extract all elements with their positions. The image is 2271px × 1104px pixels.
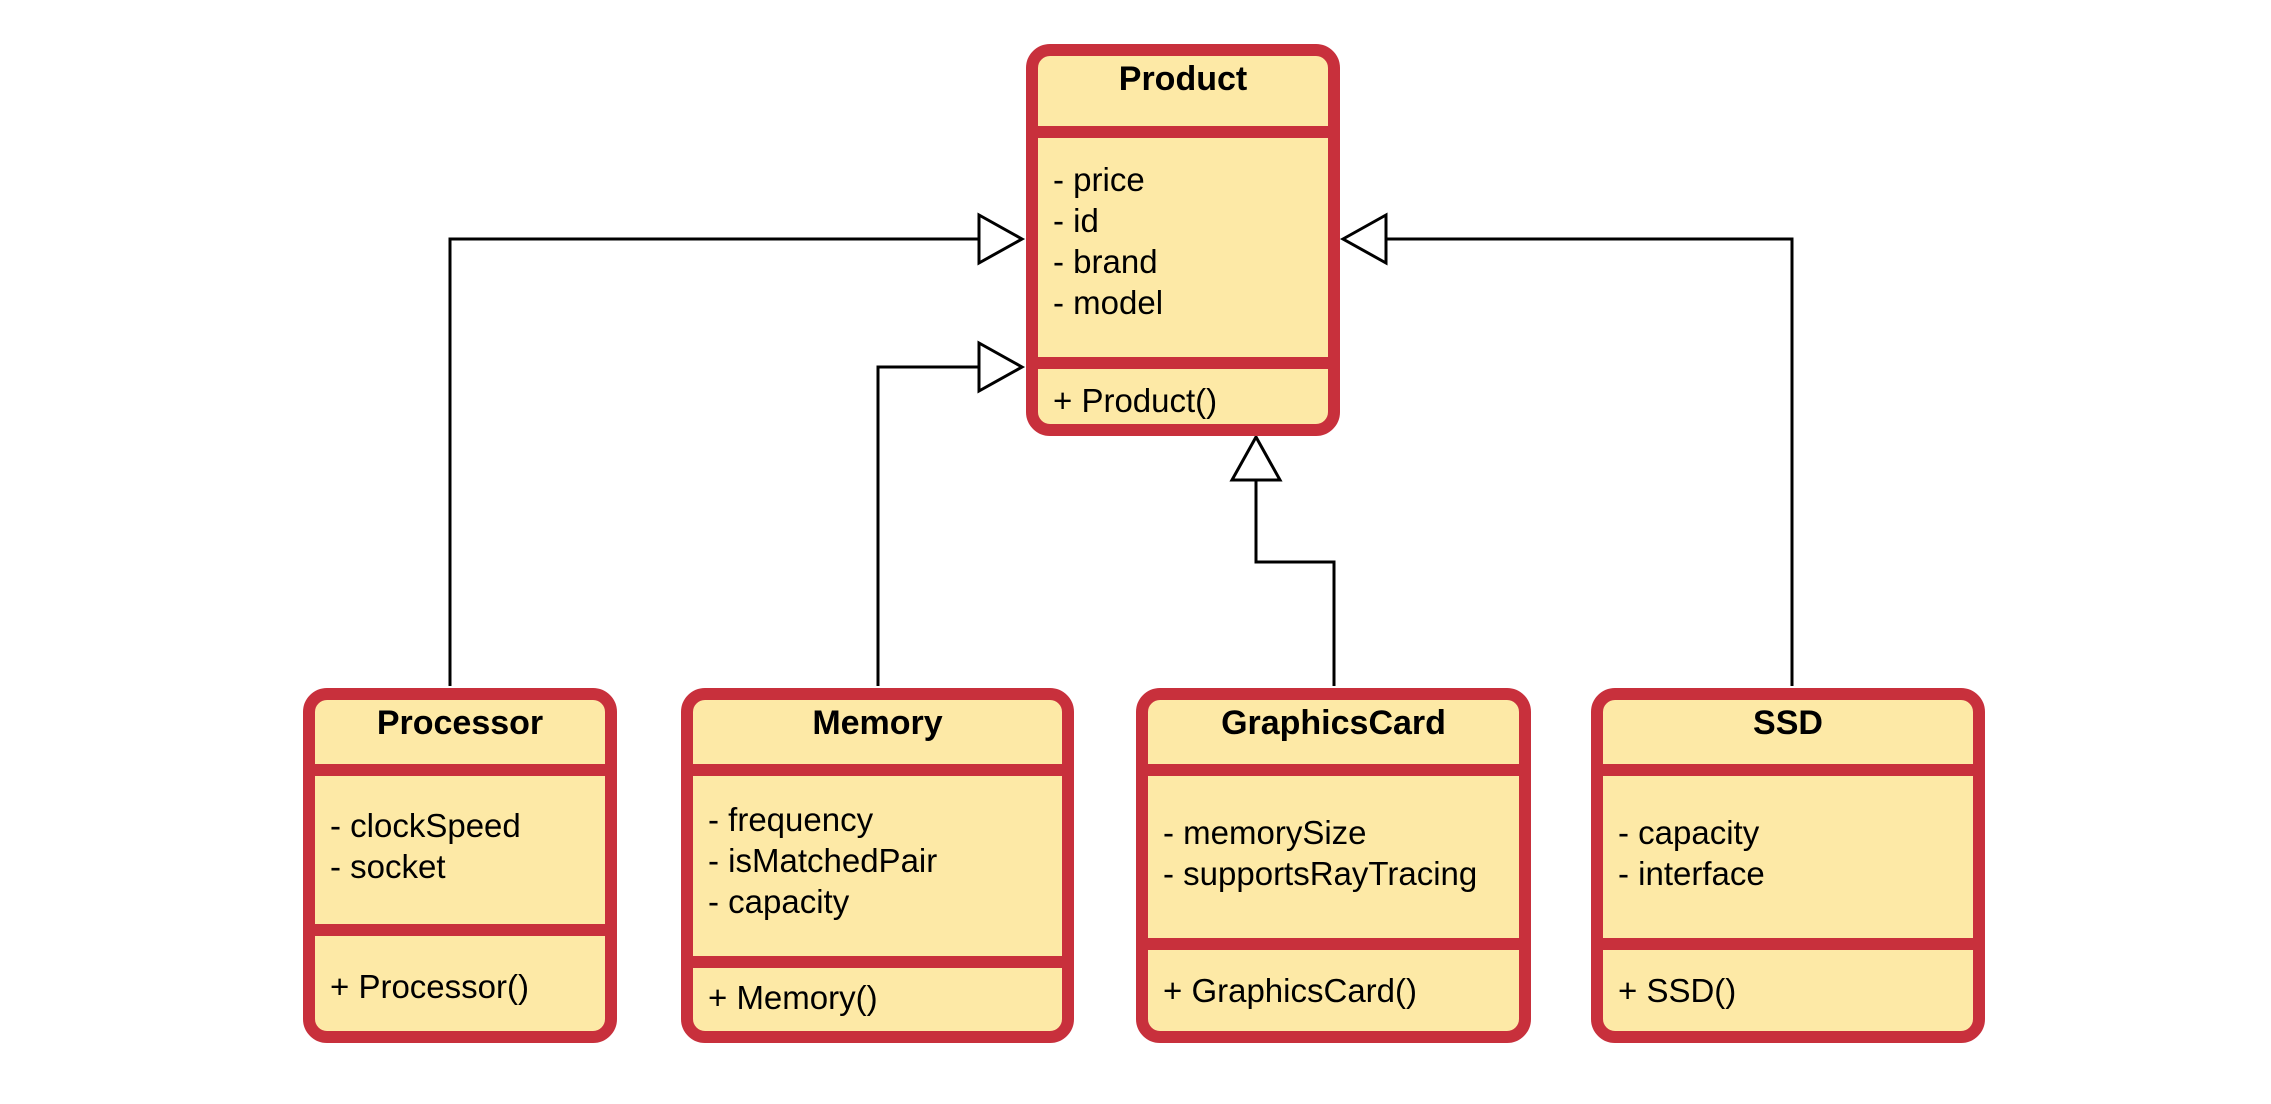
graphics-card-class-box[interactable]: GraphicsCard - memorySize - supportsRayT… <box>1136 688 1531 1043</box>
attribute: - id <box>1053 202 1099 239</box>
attribute: - supportsRayTracing <box>1163 855 1478 892</box>
processor-inheritance-line <box>448 237 979 686</box>
memory-inheritance-arrowhead <box>977 340 1026 394</box>
attribute: - socket <box>330 848 446 885</box>
method: + GraphicsCard() <box>1163 972 1417 1009</box>
class-methods: + Product() <box>1038 369 1328 421</box>
memory-class-box[interactable]: Memory - frequency - isMatchedPair - cap… <box>681 688 1074 1043</box>
class-methods: + Processor() <box>315 936 605 1007</box>
method: + Processor() <box>330 968 529 1005</box>
attribute: - clockSpeed <box>330 807 521 844</box>
attribute: - model <box>1053 284 1164 321</box>
graphics-card-inheritance-arrowhead <box>1229 433 1283 482</box>
class-attributes: - price - id - brand - model <box>1038 138 1328 369</box>
attribute: - brand <box>1053 243 1158 280</box>
class-attributes: - capacity - interface <box>1603 776 1973 950</box>
ssd-inheritance-arrowhead <box>1339 212 1388 266</box>
class-attributes: - clockSpeed - socket <box>315 776 605 936</box>
class-name: Product <box>1038 56 1328 138</box>
memory-inheritance-line <box>876 365 979 686</box>
class-methods: + Memory() <box>693 968 1062 1018</box>
attribute: - frequency <box>708 801 874 838</box>
method: + SSD() <box>1618 972 1737 1009</box>
class-name: SSD <box>1603 700 1973 776</box>
class-name: Processor <box>315 700 605 776</box>
class-methods: + SSD() <box>1603 950 1973 1011</box>
class-attributes: - memorySize - supportsRayTracing <box>1148 776 1519 950</box>
attribute: - interface <box>1618 855 1765 892</box>
processor-inheritance-arrowhead <box>977 212 1026 266</box>
attribute: - capacity <box>1618 814 1760 851</box>
method: + Memory() <box>708 979 878 1016</box>
ssd-class-box[interactable]: SSD - capacity - interface + SSD() <box>1591 688 1985 1043</box>
attribute: - capacity <box>708 883 850 920</box>
class-name: Memory <box>693 700 1062 776</box>
processor-class-box[interactable]: Processor - clockSpeed - socket + Proces… <box>303 688 617 1043</box>
attribute: - isMatchedPair <box>708 842 938 879</box>
graphics-card-inheritance-line <box>1254 480 1336 686</box>
method: + Product() <box>1053 382 1218 419</box>
class-name: GraphicsCard <box>1148 700 1519 776</box>
class-methods: + GraphicsCard() <box>1148 950 1519 1011</box>
attribute: - memorySize <box>1163 814 1367 851</box>
class-attributes: - frequency - isMatchedPair - capacity <box>693 776 1062 968</box>
ssd-inheritance-line <box>1386 237 1794 686</box>
product-class-box[interactable]: Product - price - id - brand - model + P… <box>1026 44 1340 436</box>
attribute: - price <box>1053 161 1145 198</box>
